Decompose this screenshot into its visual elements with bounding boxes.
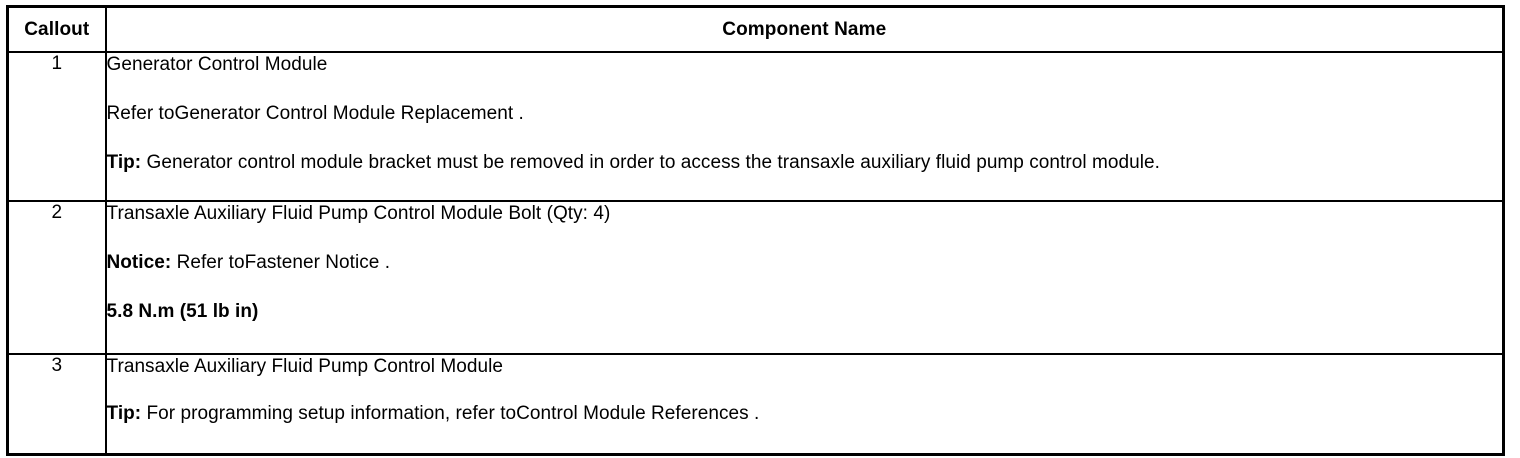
tip-line: Tip: Generator control module bracket mu… [107, 151, 1503, 174]
component-title: Generator Control Module [107, 53, 1503, 76]
table-header-row: Callout Component Name [6, 5, 1505, 53]
callout-number: 1 [6, 51, 107, 202]
component-description-cell: Transaxle Auxiliary Fluid Pump Control M… [104, 200, 1505, 355]
torque-spec-text: 5.8 N.m (51 lb in) [106, 301, 259, 323]
table-row: 3 Transaxle Auxiliary Fluid Pump Control… [6, 353, 1505, 456]
column-header-callout: Callout [6, 5, 107, 53]
component-title: Transaxle Auxiliary Fluid Pump Control M… [107, 355, 1503, 378]
tip-label: Tip: [106, 403, 142, 425]
column-header-component-name: Component Name [104, 5, 1505, 53]
component-table: Callout Component Name 1 Generator Contr… [6, 5, 1505, 456]
table-body: 1 Generator Control Module Refer toGener… [6, 51, 1505, 456]
component-title-text: Transaxle Auxiliary Fluid Pump Control M… [106, 356, 503, 377]
component-title-text: Transaxle Auxiliary Fluid Pump Control M… [106, 203, 611, 224]
component-title: Transaxle Auxiliary Fluid Pump Control M… [107, 202, 1503, 225]
component-description-cell: Generator Control Module Refer toGenerat… [104, 51, 1505, 202]
component-title-text: Generator Control Module [106, 54, 328, 75]
tip-text: For programming setup information, refer… [141, 403, 760, 425]
tip-label: Tip: [106, 152, 142, 174]
torque-spec: 5.8 N.m (51 lb in) [107, 300, 1503, 323]
table-row: 1 Generator Control Module Refer toGener… [6, 51, 1505, 202]
table-header: Callout Component Name [6, 5, 1505, 53]
component-description-cell: Transaxle Auxiliary Fluid Pump Control M… [104, 353, 1505, 456]
table-row: 2 Transaxle Auxiliary Fluid Pump Control… [6, 200, 1505, 355]
tip-line: Tip: For programming setup information, … [107, 402, 1503, 425]
notice-text: Refer toFastener Notice . [171, 252, 391, 274]
notice-line: Notice: Refer toFastener Notice . [107, 251, 1503, 274]
callout-number: 3 [6, 353, 107, 456]
tip-text: Generator control module bracket must be… [141, 152, 1160, 174]
callout-number: 2 [6, 200, 107, 355]
notice-label: Notice: [106, 252, 172, 274]
reference-text: Refer toGenerator Control Module Replace… [106, 103, 524, 125]
reference-line: Refer toGenerator Control Module Replace… [107, 102, 1503, 125]
